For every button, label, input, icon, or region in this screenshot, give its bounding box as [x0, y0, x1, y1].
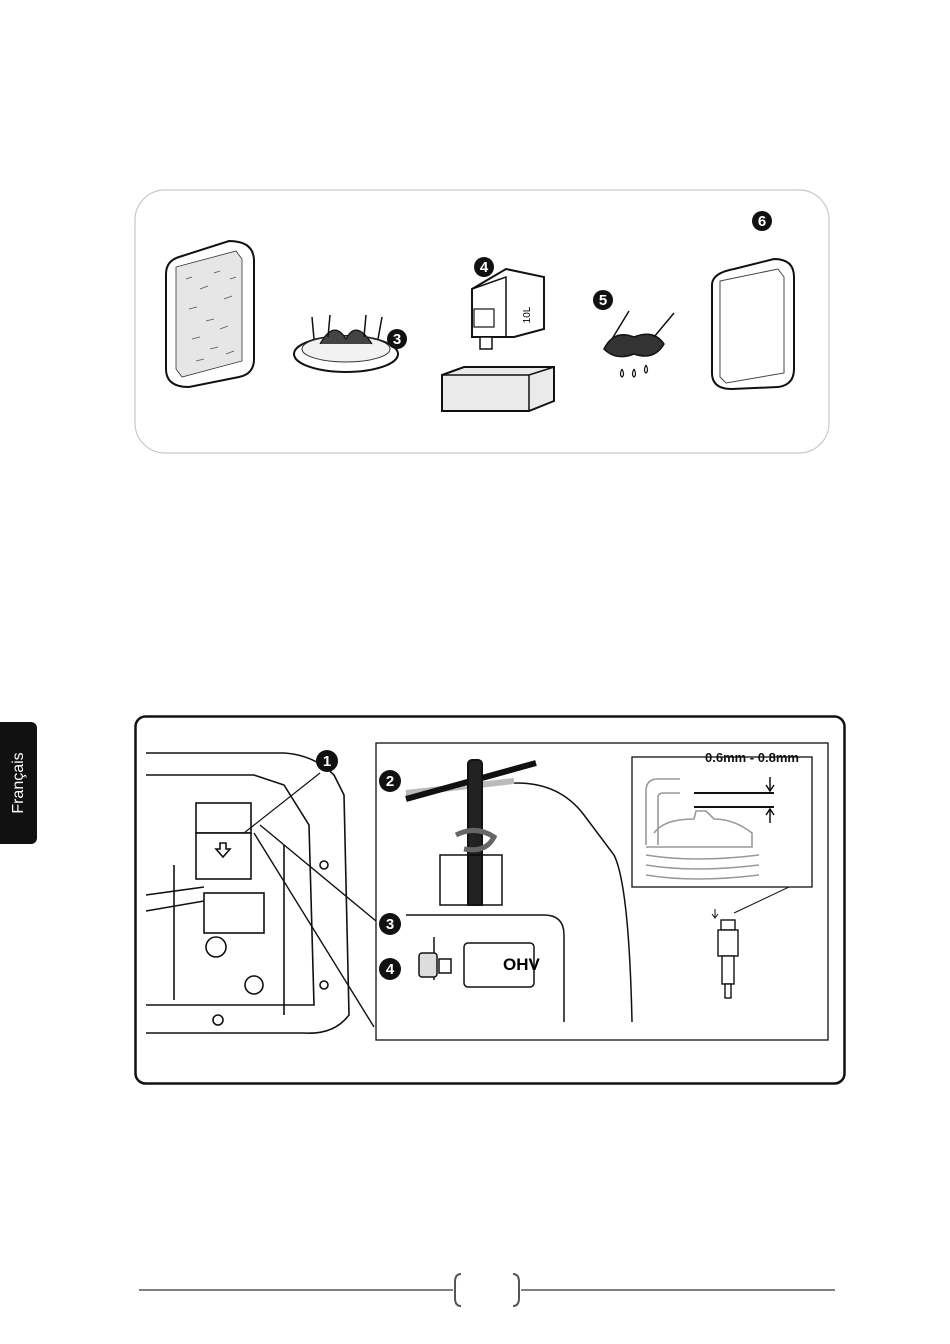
svg-text:5: 5 [599, 292, 607, 309]
svg-text:6: 6 [758, 213, 766, 230]
detergent-canister-illustration: 10L [472, 269, 544, 349]
language-tab-label: Français [10, 752, 28, 813]
step-5-badge: 5 [593, 290, 613, 310]
wringing-filter-illustration [604, 311, 674, 377]
step-2-badge: 2 [379, 770, 401, 792]
step-1-badge: 1 [316, 750, 338, 772]
dirty-filter-illustration [166, 241, 254, 387]
generator-top-view [146, 753, 376, 1033]
svg-text:3: 3 [393, 331, 401, 348]
svg-text:1: 1 [323, 753, 331, 770]
clean-filter-illustration [712, 259, 794, 389]
spark-plug-figure: 1 OHV 2 3 [134, 715, 846, 1085]
page-footer [139, 1270, 835, 1310]
step-3-badge: 3 [387, 329, 407, 349]
step-6-badge: 6 [752, 211, 772, 231]
washing-basin-illustration [294, 315, 398, 372]
ohv-label: OHV [503, 955, 541, 974]
step-4-badge-plug: 4 [379, 958, 401, 980]
svg-text:3: 3 [386, 916, 394, 933]
svg-text:10L: 10L [522, 306, 533, 323]
step-3-badge-plug: 3 [379, 913, 401, 935]
sponge-illustration [442, 367, 554, 411]
gap-spec-label: 0.6mm - 0.8mm [705, 750, 799, 765]
svg-text:4: 4 [386, 961, 395, 978]
svg-text:2: 2 [386, 773, 394, 790]
language-tab: Français [0, 722, 37, 844]
step-4-badge: 4 [474, 257, 494, 277]
svg-text:4: 4 [480, 259, 489, 276]
air-filter-cleaning-figure: 3 10L 4 5 [134, 189, 830, 454]
